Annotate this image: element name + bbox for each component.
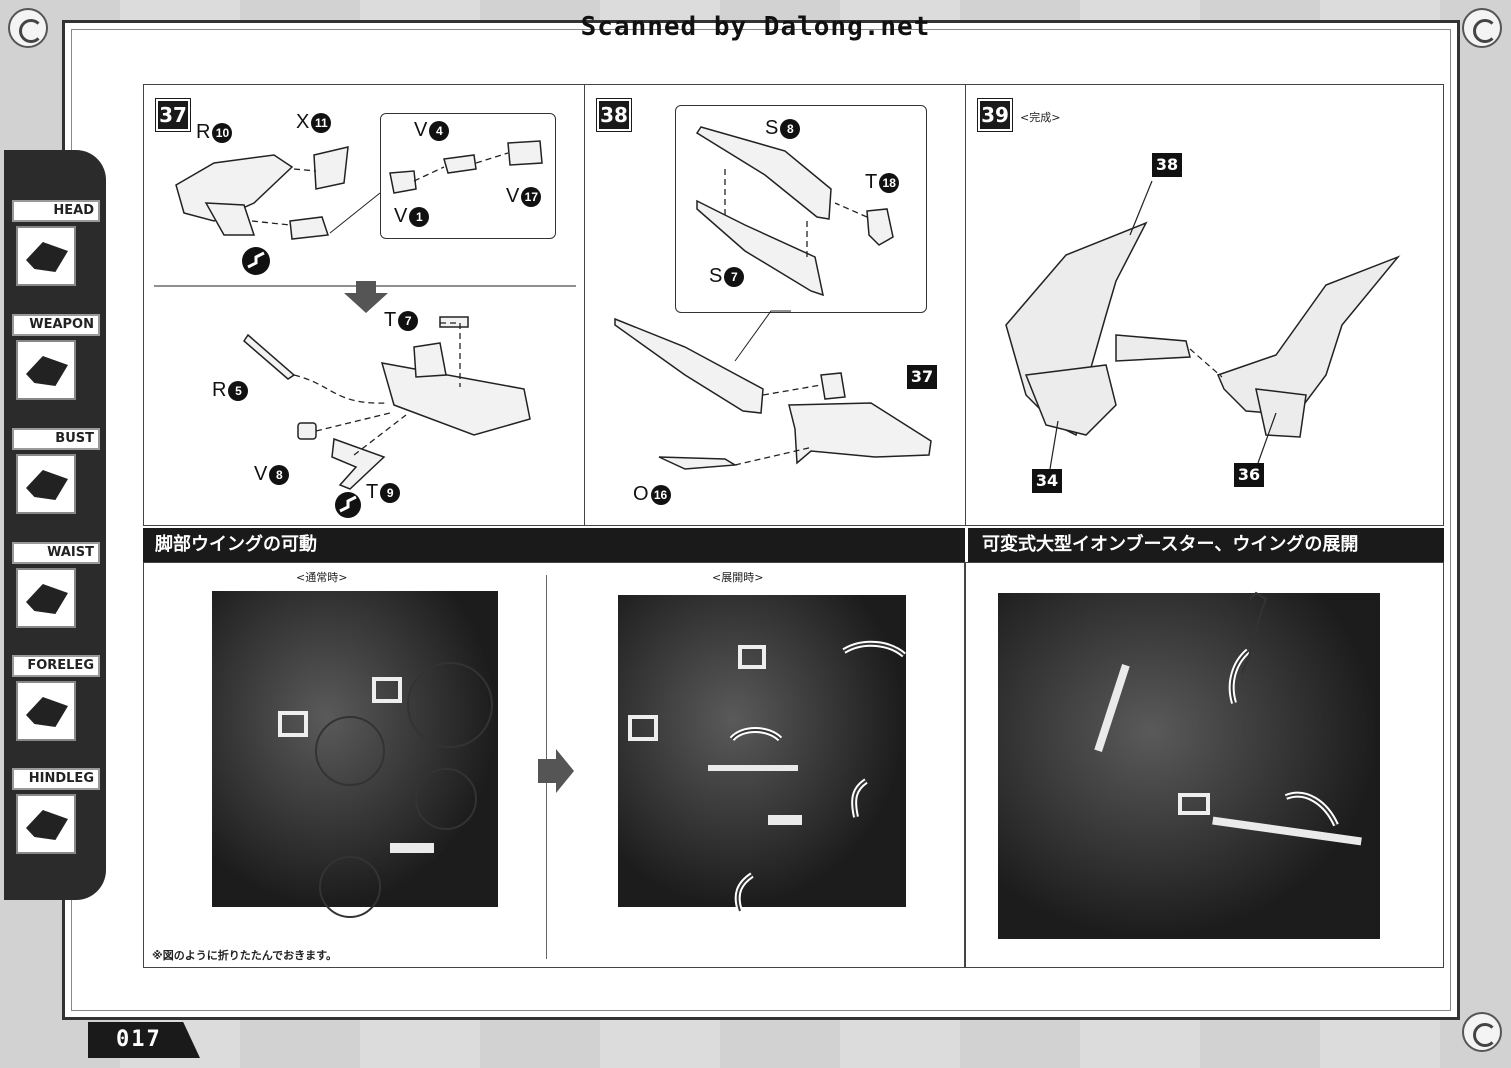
booster-panel — [965, 562, 1444, 968]
step-callout: 37 — [907, 365, 937, 389]
weapon-thumbnail-icon — [16, 340, 76, 400]
step-callout: 34 — [1032, 469, 1062, 493]
complete-caption: <完成> — [1020, 111, 1061, 124]
corner-emblem-icon — [8, 8, 48, 48]
step-38-diagram — [614, 126, 932, 470]
sidebar-item-bust[interactable]: BUST — [12, 428, 100, 514]
motion-arrows — [729, 640, 906, 912]
sidebar-item-label: HINDLEG — [12, 768, 100, 790]
highlight-circles — [315, 662, 493, 918]
sidebar-item-head[interactable]: HEAD — [12, 200, 100, 286]
section-title-leg-wing: 脚部ウイングの可動 — [143, 528, 965, 562]
page-number: 017 — [88, 1022, 200, 1058]
step-callout: 36 — [1234, 463, 1264, 487]
sidebar-item-waist[interactable]: WAIST — [12, 542, 100, 628]
sidebar-item-label: HEAD — [12, 200, 100, 222]
arrow-right-icon — [538, 749, 574, 793]
section-sidebar: HEAD WEAPON BUST WAIST FORELEG HINDLEG — [4, 150, 106, 900]
waist-thumbnail-icon — [16, 568, 76, 628]
sidebar-item-foreleg[interactable]: FORELEG — [12, 655, 100, 741]
step-39-diagram — [1005, 180, 1401, 470]
booster-photo — [998, 593, 1380, 939]
step-number: 38 — [596, 98, 632, 132]
head-thumbnail-icon — [16, 226, 76, 286]
sidebar-item-label: WAIST — [12, 542, 100, 564]
foreleg-thumbnail-icon — [16, 681, 76, 741]
subassembly-box — [675, 105, 927, 313]
sidebar-item-weapon[interactable]: WEAPON — [12, 314, 100, 400]
corner-emblem-icon — [1462, 1012, 1502, 1052]
corner-emblem-icon — [1462, 8, 1502, 48]
sidebar-item-label: BUST — [12, 428, 100, 450]
normal-state-label: <通常時> — [296, 571, 348, 584]
step-37-diagram — [154, 140, 576, 518]
step-number: 39 — [977, 98, 1013, 132]
section-title-booster: 可変式大型イオンブースター、ウイングの展開 — [968, 528, 1444, 562]
motion-arrows — [1228, 591, 1339, 827]
hindleg-thumbnail-icon — [16, 794, 76, 854]
scan-watermark: Scanned by Dalong.net — [580, 12, 931, 42]
bust-thumbnail-icon — [16, 454, 76, 514]
sidebar-item-hindleg[interactable]: HINDLEG — [12, 768, 100, 854]
sidebar-item-label: WEAPON — [12, 314, 100, 336]
step-callout: 38 — [1152, 153, 1182, 177]
normal-state-photo — [212, 591, 498, 907]
sidebar-item-label: FORELEG — [12, 655, 100, 677]
leg-wing-panel: <通常時> <展開時> — [143, 562, 965, 968]
deployed-state-label: <展開時> — [712, 571, 764, 584]
step-number: 37 — [155, 98, 191, 132]
glue-mark-icon — [242, 247, 361, 518]
folding-note: ※図のように折りたたんでおきます。 — [152, 949, 338, 962]
step-39-panel: 39 <完成> 38 34 36 — [965, 84, 1444, 526]
subassembly-box — [380, 113, 556, 239]
